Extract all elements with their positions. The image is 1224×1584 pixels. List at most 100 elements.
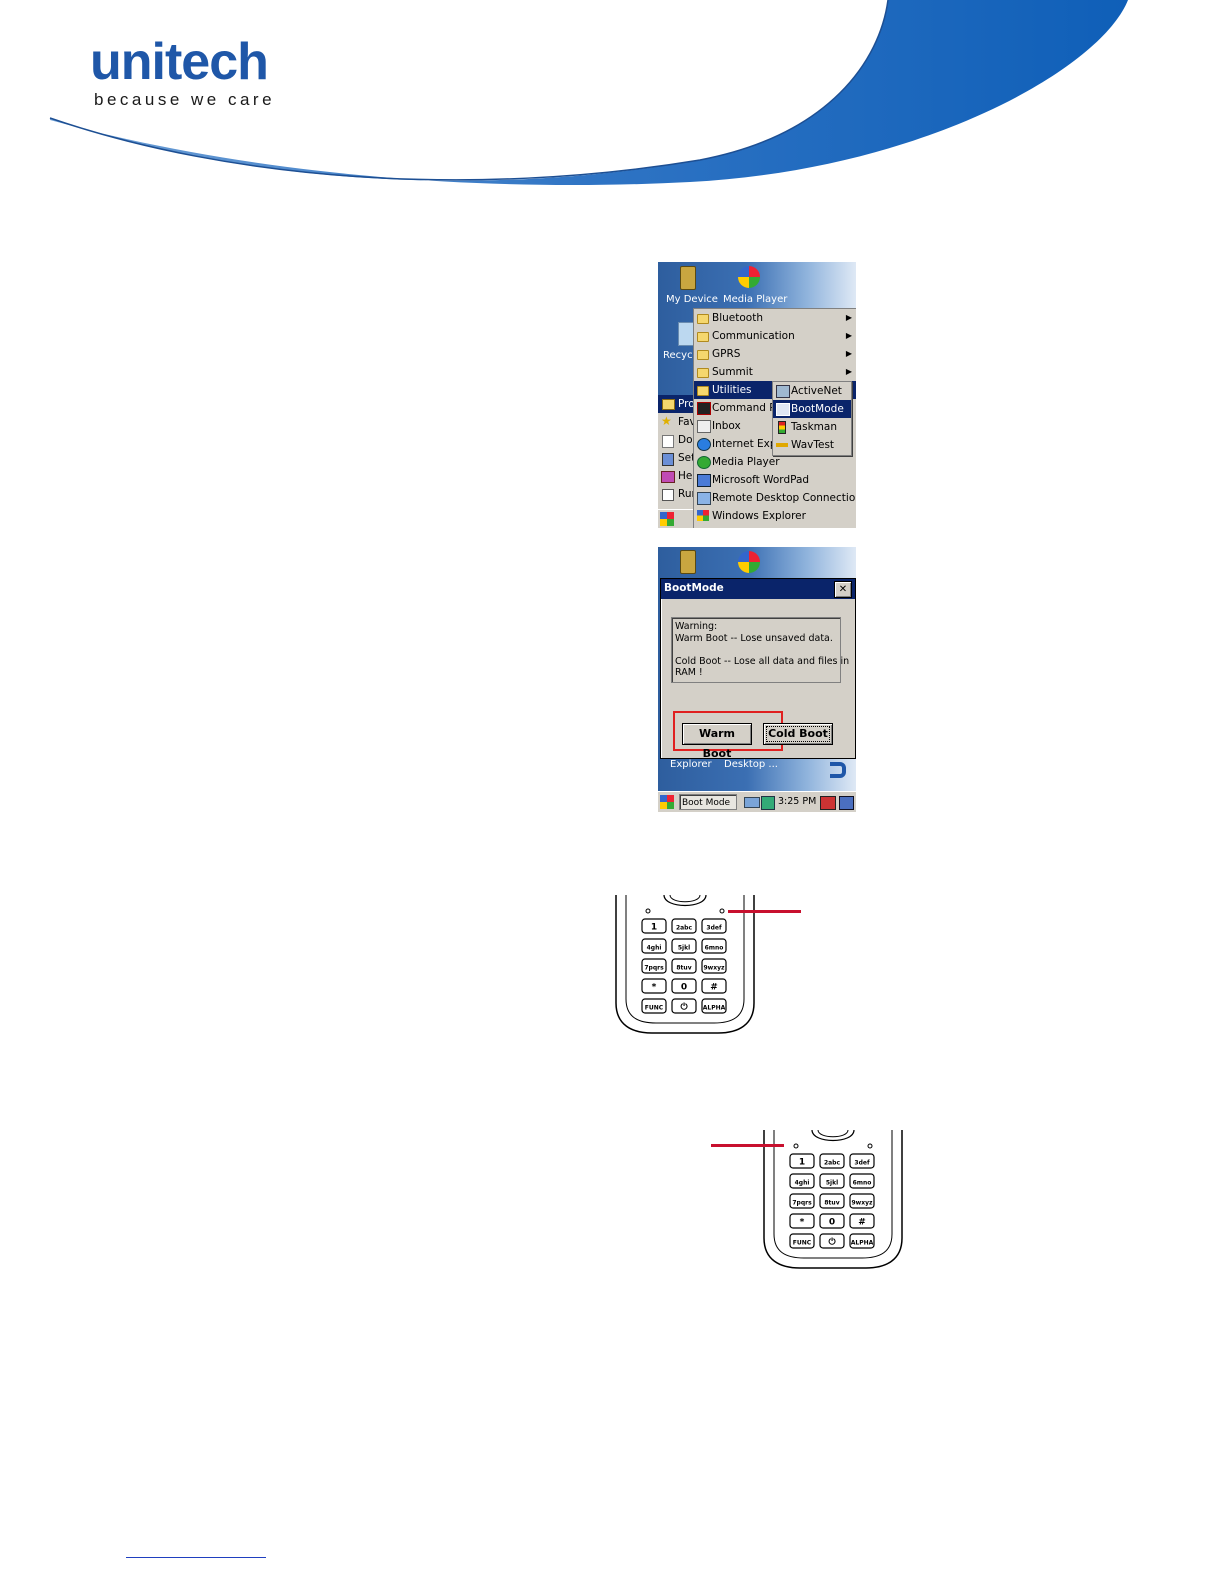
menu-item-taskman[interactable]: Taskman [773,418,851,436]
keypad-key[interactable]: 3def [849,1153,875,1169]
desktop-label-recycle: Recycl [663,350,696,361]
favorites-label[interactable]: Fav [678,416,696,428]
keypad-key[interactable]: 2abc [819,1153,845,1169]
menu-item-gprs[interactable]: GPRS▶ [694,345,856,363]
my-device-icon[interactable] [680,266,696,290]
dialog-title: BootMode [664,582,724,594]
svg-text:*: * [652,983,657,993]
menu-item-activenet[interactable]: ActiveNet [773,382,851,400]
unitech-logo: unitech [90,33,269,91]
keypad-key[interactable]: * [789,1213,815,1229]
keypad-key[interactable]: 0 [819,1213,845,1229]
svg-text:8tuv: 8tuv [676,965,691,972]
traffic-light-icon [778,421,786,434]
folder-icon [697,386,709,396]
help-label[interactable]: Hel [678,470,696,482]
desktop-toggle-icon[interactable] [839,796,854,810]
bootmode-dialog: BootMode ✕ Warning: Warm Boot -- Lose un… [660,578,856,760]
svg-text:4ghi: 4ghi [647,945,662,952]
media-player-icon[interactable] [738,266,760,288]
keypad-key[interactable]: ALPHA [849,1233,875,1249]
menu-item-windows-explorer[interactable]: Windows Explorer [694,507,856,525]
keypad-key[interactable]: 4ghi [789,1173,815,1189]
folder-icon [697,368,709,378]
taskbar-task-bootmode[interactable]: Boot Mode [679,794,737,810]
windows-start-icon[interactable] [660,512,674,526]
warm-boot-button[interactable]: Warm Boot [682,723,752,760]
pointer-line-2 [711,1144,784,1147]
network-tray-icon[interactable] [744,797,760,808]
menu-item-bootmode[interactable]: BootMode [773,400,851,418]
keypad-key[interactable]: 4ghi [641,938,667,954]
svg-text:ALPHA: ALPHA [703,1005,726,1012]
wordpad-icon [697,474,711,487]
svg-text:2abc: 2abc [824,1160,841,1167]
keypad-key[interactable]: FUNC [789,1233,815,1249]
menu-item-media-player[interactable]: Media Player [694,453,856,471]
keypad-key[interactable]: ⏻ [819,1233,845,1249]
menu-item-wavtest[interactable]: WavTest [773,436,851,454]
keypad-key[interactable]: 8tuv [671,958,697,974]
menu-item-communication[interactable]: Communication▶ [694,327,856,345]
svg-text:FUNC: FUNC [645,1005,664,1012]
keypad-key[interactable]: 7pqrs [641,958,667,974]
header-swoosh [0,0,1224,200]
keypad-key[interactable]: 0 [671,978,697,994]
keypad-key[interactable]: 1 [641,918,667,934]
menu-item-internet-explorer[interactable]: Internet Exp [694,435,856,453]
dialog-titlebar: BootMode ✕ [661,579,855,599]
menu-item-summit[interactable]: Summit▶ [694,363,856,381]
desktop-label-my-device: My Device [666,294,718,305]
keypad-key[interactable]: 6mno [849,1173,875,1189]
keypad-key[interactable]: 2abc [671,918,697,934]
submenu-arrow-icon: ▶ [845,367,852,376]
menu-item-wordpad[interactable]: Microsoft WordPad [694,471,856,489]
keypad-key[interactable]: 8tuv [819,1193,845,1209]
svg-text:3def: 3def [854,1160,870,1167]
keypad-key[interactable]: 1 [789,1153,815,1169]
menu-item-bluetooth[interactable]: Bluetooth▶ [694,309,856,327]
keypad-key[interactable]: 5jkl [819,1173,845,1189]
wince-screen-bootmode: BootMode ✕ Warning: Warm Boot -- Lose un… [658,547,856,812]
folder-icon [697,314,709,324]
windows-start-icon[interactable] [660,795,674,809]
keypad-key[interactable]: 5jkl [671,938,697,954]
footer-link-underline[interactable] [126,1557,266,1558]
input-panel-icon[interactable] [820,796,836,810]
svg-text:6mno: 6mno [705,945,724,952]
keypad-key[interactable]: 9wxyz [701,958,727,974]
warning-line: Warning: [675,621,718,632]
settings-label[interactable]: Set [678,452,696,464]
wave-icon [776,443,788,447]
menu-item-inbox[interactable]: Inbox [694,417,856,435]
settings-icon [662,453,674,466]
tray-app-icon[interactable] [761,796,775,810]
keypad-key[interactable]: ⏻ [671,998,697,1014]
keypad-key[interactable]: ALPHA [701,998,727,1014]
my-device-icon[interactable] [680,550,696,574]
cold-boot-button[interactable]: Cold Boot [763,723,833,745]
inbox-icon [697,420,711,433]
menu-item-remote-desktop[interactable]: Remote Desktop Connection [694,489,856,507]
menu-item-command-prompt[interactable]: Command Pr [694,399,856,417]
svg-text:1: 1 [651,923,657,933]
taskbar: Boot Mode 3:25 PM [658,791,856,812]
taskbar-clock[interactable]: 3:25 PM [778,796,817,807]
keypad-key[interactable]: * [641,978,667,994]
svg-text:1: 1 [799,1158,805,1168]
keypad-key[interactable]: 3def [701,918,727,934]
keypad-key[interactable]: 9wxyz [849,1193,875,1209]
keypad-key[interactable]: 6mno [701,938,727,954]
warning-line: Warm Boot -- Lose unsaved data. [675,632,833,644]
keypad-key[interactable]: # [701,978,727,994]
media-player-icon[interactable] [738,551,760,573]
dialog-close-button[interactable]: ✕ [834,581,852,598]
wince-screen-start-menu: My Device Media Player Recycl Pro Fav Do… [658,262,856,528]
keypad-key[interactable]: FUNC [641,998,667,1014]
keypad-key[interactable]: # [849,1213,875,1229]
programs-label: Pro [678,398,695,410]
keypad-key[interactable]: 7pqrs [789,1193,815,1209]
svg-text:ALPHA: ALPHA [851,1240,874,1247]
submenu-arrow-icon: ▶ [845,331,852,340]
